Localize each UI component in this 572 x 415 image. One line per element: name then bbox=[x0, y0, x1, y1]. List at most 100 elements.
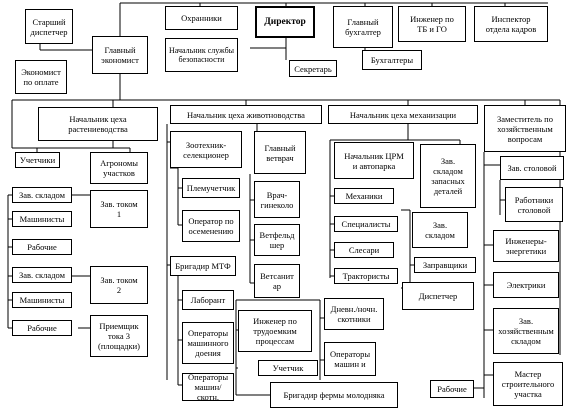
crop-head-label: Начальник цеха растениеводства bbox=[68, 114, 128, 134]
livestock-head-label: Начальник цеха животноводства bbox=[187, 109, 305, 120]
sanitary-label: Ветсанит ар bbox=[260, 271, 294, 291]
security-head-label: Начальник службы безопасности bbox=[168, 45, 235, 65]
guards-label: Охранники bbox=[181, 13, 222, 23]
mech-head-label: Начальник цеха механизации bbox=[349, 109, 457, 120]
chief-vet-box[interactable]: Главный ветврач bbox=[254, 131, 306, 174]
day-night-herders-box[interactable]: Дневн./ночн. скотники bbox=[324, 298, 384, 330]
current2-label: Зав. током 2 bbox=[100, 275, 138, 295]
machinists2-box[interactable]: Машинисты bbox=[12, 292, 72, 308]
machinists2-label: Машинисты bbox=[19, 295, 65, 305]
zootech-box[interactable]: Зоотехник- селекционер bbox=[170, 131, 242, 168]
dispatcher-box[interactable]: Диспетчер bbox=[402, 282, 474, 310]
dairy-brigadier-box[interactable]: Бригадир МТФ bbox=[170, 256, 236, 276]
power-engineers-label: Инженеры- энергетики bbox=[505, 236, 547, 256]
workers1-box[interactable]: Рабочие bbox=[12, 239, 72, 255]
workers2-label: Рабочие bbox=[27, 323, 57, 333]
lab-assistant-box[interactable]: Лаборант bbox=[182, 290, 234, 310]
construction-master-box[interactable]: Мастер строительного участка bbox=[493, 362, 563, 406]
crop-warehouse2-box[interactable]: Зав. складом bbox=[12, 267, 72, 283]
hr-inspector-label: Инспектор отдела кадров bbox=[485, 14, 537, 34]
vet-gyn-box[interactable]: Врач- гинеколо bbox=[254, 181, 300, 218]
crop-head-box[interactable]: Начальник цеха растениеводства bbox=[38, 107, 158, 141]
crm-head-label: Начальник ЦРМ и автопарка bbox=[344, 150, 404, 171]
machine-operators2-box[interactable]: Операторы машин и bbox=[324, 342, 376, 376]
crop-warehouse1-box[interactable]: Зав. складом bbox=[12, 187, 72, 203]
tools-warehouse-box[interactable]: Зав. складом bbox=[412, 212, 468, 248]
accountants-box[interactable]: Бухгалтеры bbox=[362, 50, 422, 70]
chief-accountant-box[interactable]: Главный бухгалтер bbox=[333, 6, 393, 48]
breeder-label: Племучетчик bbox=[186, 183, 236, 193]
fitters-box[interactable]: Слесари bbox=[334, 242, 394, 258]
senior-dispatcher-box[interactable]: Старший диспетчер bbox=[25, 9, 73, 44]
workers-household-box[interactable]: Рабочие bbox=[430, 380, 474, 398]
tractor-drivers-box[interactable]: Трактористы bbox=[334, 268, 398, 284]
vet-gyn-label: Врач- гинеколо bbox=[260, 189, 294, 210]
electricians-box[interactable]: Электрики bbox=[493, 272, 559, 298]
insemination-label: Оператор по осеменению bbox=[188, 216, 234, 236]
mechanics-label: Механики bbox=[345, 191, 383, 201]
zootech-label: Зоотехник- селекционер bbox=[183, 139, 229, 160]
current2-box[interactable]: Зав. током 2 bbox=[90, 266, 148, 304]
parts-warehouse-label: Зав. складом запасных деталей bbox=[431, 156, 465, 196]
parts-warehouse-box[interactable]: Зав. складом запасных деталей bbox=[420, 144, 476, 208]
machinists1-box[interactable]: Машинисты bbox=[12, 211, 72, 227]
sanitary-box[interactable]: Ветсанит ар bbox=[254, 264, 300, 298]
crm-head-box[interactable]: Начальник ЦРМ и автопарка bbox=[334, 142, 414, 179]
fitters-label: Слесари bbox=[348, 245, 380, 255]
canteen-head-box[interactable]: Зав. столовой bbox=[500, 156, 564, 180]
current3-label: Приемщик тока 3 (площадки) bbox=[97, 321, 141, 351]
secretary-box[interactable]: Секретарь bbox=[289, 60, 337, 77]
canteen-workers-box[interactable]: Работники столовой bbox=[505, 187, 563, 222]
machinists1-label: Машинисты bbox=[19, 214, 65, 224]
chief-vet-label: Главный ветврач bbox=[264, 142, 296, 163]
day-night-herders-label: Дневн./ночн. скотники bbox=[330, 304, 378, 324]
safety-engineer-label: Инженер по ТБ и ГО bbox=[410, 14, 454, 34]
agronomists-label: Агрономы участков bbox=[100, 158, 138, 178]
machine-operators2-label: Операторы машин и bbox=[329, 349, 371, 369]
mechanics-box[interactable]: Механики bbox=[334, 188, 394, 204]
calf-brigadier-box[interactable]: Бригадир фермы молодняка bbox=[270, 382, 398, 408]
safety-engineer-box[interactable]: Инженер по ТБ и ГО bbox=[398, 6, 466, 42]
insemination-box[interactable]: Оператор по осеменению bbox=[182, 210, 240, 242]
director-box[interactable]: Директор bbox=[255, 6, 315, 38]
accounter-livestock-box[interactable]: Учетчик bbox=[258, 360, 318, 376]
crop-warehouse1-label: Зав. складом bbox=[18, 190, 65, 200]
canteen-workers-label: Работники столовой bbox=[514, 194, 554, 215]
guards-box[interactable]: Охранники bbox=[165, 6, 238, 30]
security-head-box[interactable]: Начальник службы безопасности bbox=[165, 38, 238, 72]
senior-dispatcher-label: Старший диспетчер bbox=[30, 16, 68, 37]
chief-economist-label: Главный экономист bbox=[101, 45, 139, 65]
hr-inspector-box[interactable]: Инспектор отдела кадров bbox=[474, 6, 548, 42]
breeder-box[interactable]: Племучетчик bbox=[182, 178, 240, 198]
accounters-box[interactable]: Учетчики bbox=[15, 152, 60, 168]
accounter-livestock-label: Учетчик bbox=[272, 363, 304, 373]
chief-economist-box[interactable]: Главный экономист bbox=[92, 36, 148, 74]
workers-household-label: Рабочие bbox=[437, 384, 467, 394]
current3-box[interactable]: Приемщик тока 3 (площадки) bbox=[90, 315, 148, 357]
dispatcher-label: Диспетчер bbox=[418, 291, 458, 301]
milking-operators-box[interactable]: Операторы машинного доения bbox=[182, 322, 234, 364]
power-engineers-box[interactable]: Инженеры- энергетики bbox=[493, 230, 559, 262]
household-warehouse-box[interactable]: Зав. хозяйственным складом bbox=[493, 308, 559, 354]
machine-operators-box[interactable]: Операторы машин/скотн. bbox=[182, 373, 234, 401]
workers1-label: Рабочие bbox=[27, 242, 57, 252]
deputy-household-box[interactable]: Заместитель по хозяйственным вопросам bbox=[484, 105, 566, 152]
paramedic-label: Ветфельд шер bbox=[259, 230, 295, 250]
paramedic-box[interactable]: Ветфельд шер bbox=[254, 224, 300, 256]
mech-head-box[interactable]: Начальник цеха механизации bbox=[328, 105, 478, 124]
tractor-drivers-label: Трактористы bbox=[342, 271, 390, 281]
livestock-head-box[interactable]: Начальник цеха животноводства bbox=[170, 105, 322, 124]
accounters-label: Учетчики bbox=[19, 155, 56, 165]
current1-box[interactable]: Зав. током 1 bbox=[90, 190, 148, 228]
workers2-box[interactable]: Рабочие bbox=[12, 320, 72, 336]
refuelers-box[interactable]: Заправщики bbox=[414, 257, 476, 273]
crop-warehouse2-label: Зав. складом bbox=[18, 270, 65, 280]
refuelers-label: Заправщики bbox=[422, 260, 468, 270]
agronomists-box[interactable]: Агрономы участков bbox=[90, 152, 148, 184]
pay-economist-box[interactable]: Экономист по оплате bbox=[15, 60, 67, 94]
specialists-box[interactable]: Специалисты bbox=[334, 216, 398, 232]
labor-engineer-box[interactable]: Инженер по трудоемким процессам bbox=[238, 310, 312, 352]
pay-economist-label: Экономист по оплате bbox=[21, 67, 61, 87]
current1-label: Зав. током 1 bbox=[100, 199, 138, 219]
